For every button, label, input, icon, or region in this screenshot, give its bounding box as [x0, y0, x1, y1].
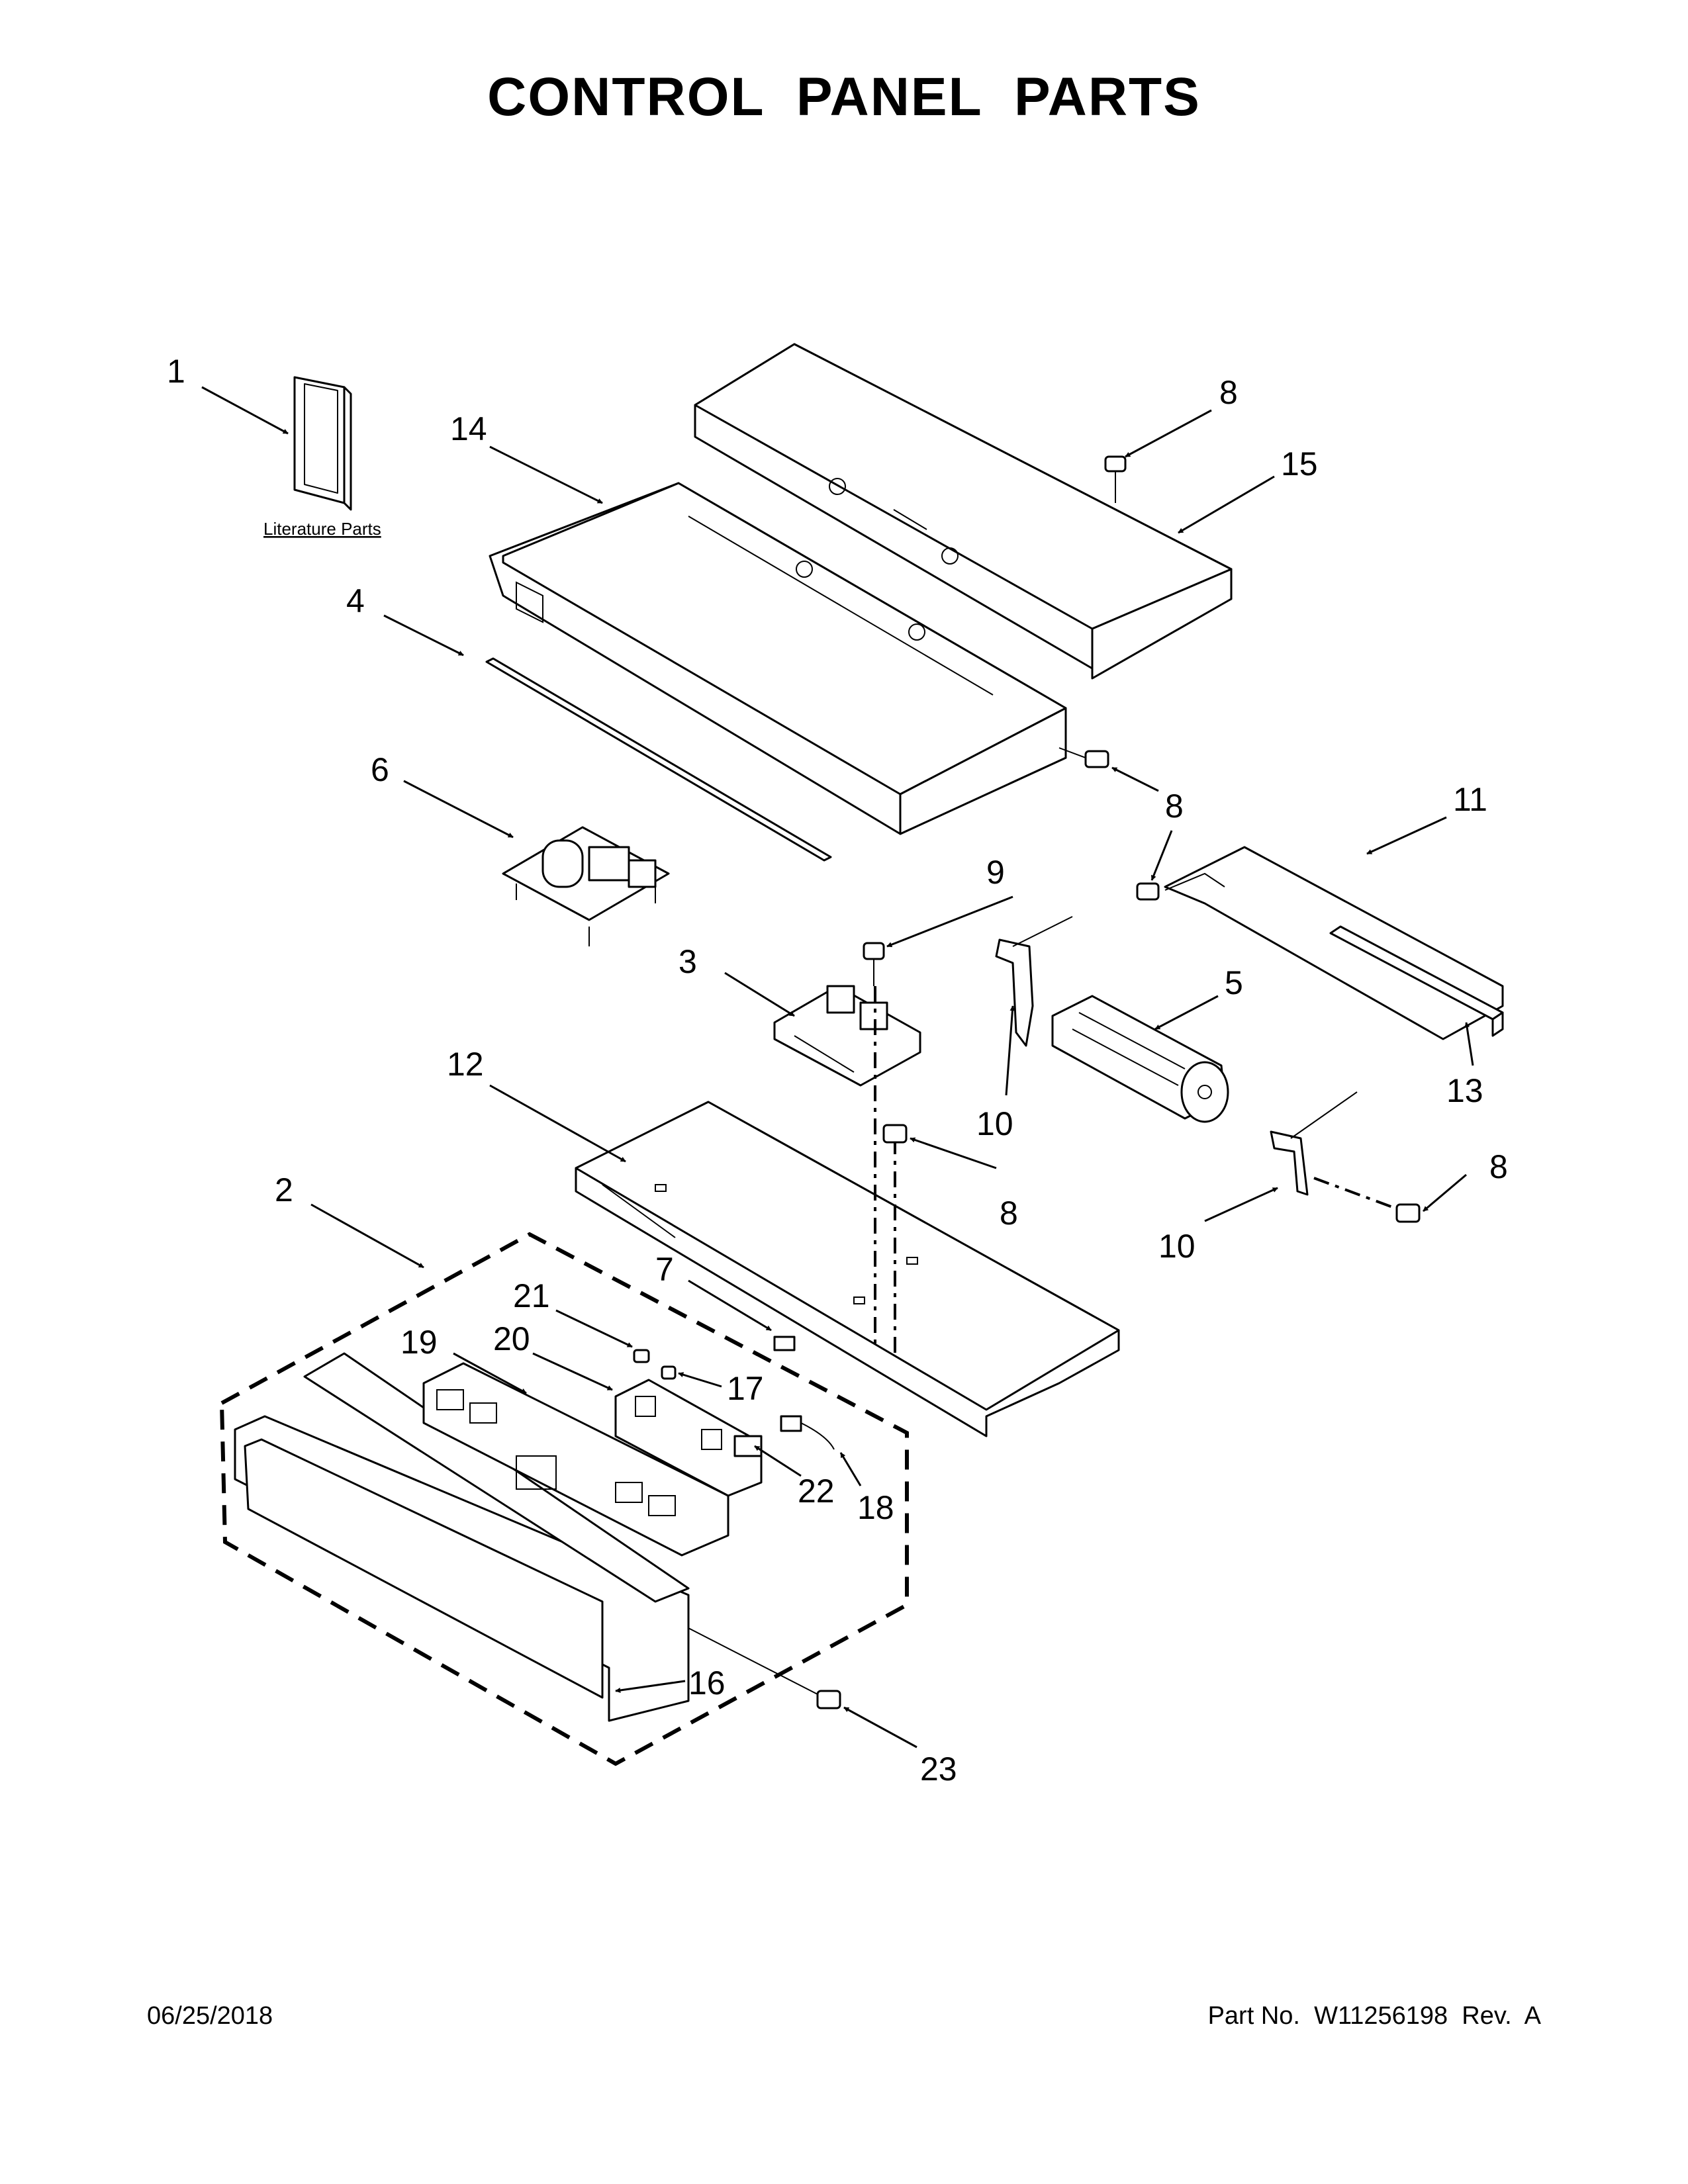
callout-7: 7: [655, 1251, 674, 1288]
part-8-screw-b: [1058, 747, 1109, 768]
literature-booklet: Literature Parts: [263, 376, 381, 539]
part-8-screw-c: [1136, 882, 1160, 901]
part-11-foam-strip: [1329, 925, 1504, 1037]
callout-11: 11: [1453, 781, 1487, 818]
callout-9: 9: [986, 854, 1005, 891]
part-23-screw: [688, 1627, 841, 1709]
callout-12: 12: [447, 1046, 484, 1083]
page-title: CONTROL PANEL PARTS: [487, 67, 1201, 127]
callout-1: 1: [167, 353, 185, 390]
callout-6: 6: [371, 751, 389, 788]
part-14-cover-panel: [489, 482, 1067, 835]
callout-15: 15: [1281, 445, 1318, 482]
part-4-gasket-strip: [485, 657, 832, 862]
callout-21: 21: [513, 1277, 550, 1314]
callout-8-top: 8: [1219, 374, 1238, 411]
callout-3: 3: [679, 943, 697, 980]
callout-10-lower: 10: [1158, 1228, 1196, 1265]
callout-8-mid: 8: [1165, 788, 1184, 825]
footer-part-number: Part No. W11256198 Rev. A: [1207, 2002, 1541, 2030]
callout-labels: 1 14 8 15 4 8 6 8 11 9 3 5 12 10 13 8 10…: [167, 353, 1508, 1788]
part-10-bracket-upper: [995, 916, 1073, 1047]
part-6-power-board: [502, 826, 670, 946]
part-12-mounting-plate: [575, 1101, 1120, 1437]
part-16-bezel: [234, 1352, 690, 1722]
part-13-right-bracket: [1164, 846, 1504, 1040]
callout-4: 4: [346, 582, 365, 619]
part-9-screw: [863, 942, 885, 986]
part-8-screw-a: [1104, 455, 1127, 503]
callout-8-right: 8: [1489, 1148, 1508, 1185]
callout-2: 2: [275, 1171, 293, 1208]
callout-19: 19: [400, 1324, 438, 1361]
callout-8-plate: 8: [1000, 1195, 1018, 1232]
callout-23: 23: [920, 1751, 957, 1788]
part-2-assembly-outline: [219, 1232, 909, 1766]
callout-17: 17: [727, 1370, 764, 1407]
callout-14: 14: [450, 410, 487, 447]
footer-date: 06/25/2018: [147, 2002, 273, 2030]
part-22-connector: [733, 1435, 763, 1457]
part-20-control-board: [614, 1379, 763, 1497]
callout-22: 22: [798, 1473, 835, 1510]
part-7-bracket: [773, 1336, 796, 1351]
part-19-ui-board: [422, 1362, 729, 1557]
callout-arrows: [201, 386, 1474, 1749]
part-3-control-bracket: [773, 985, 921, 1087]
callout-10-upper: 10: [976, 1105, 1013, 1142]
part-18-harness: [780, 1415, 835, 1450]
callout-16: 16: [688, 1664, 726, 1702]
callout-18: 18: [857, 1489, 894, 1526]
part-17-clip: [661, 1365, 677, 1380]
part-8-screw-d: [882, 1124, 908, 1144]
part-15-rear-panel: [694, 343, 1233, 680]
callout-20: 20: [493, 1320, 530, 1357]
literature-parts-label: Literature Parts: [263, 519, 381, 539]
part-21-screw: [633, 1349, 650, 1363]
part-8-screw-e: [1395, 1203, 1421, 1223]
callout-5: 5: [1225, 964, 1243, 1001]
part-5-blower-fan: [1051, 995, 1229, 1123]
callout-13: 13: [1446, 1072, 1483, 1109]
part-10-bracket-lower: [1270, 1091, 1358, 1196]
